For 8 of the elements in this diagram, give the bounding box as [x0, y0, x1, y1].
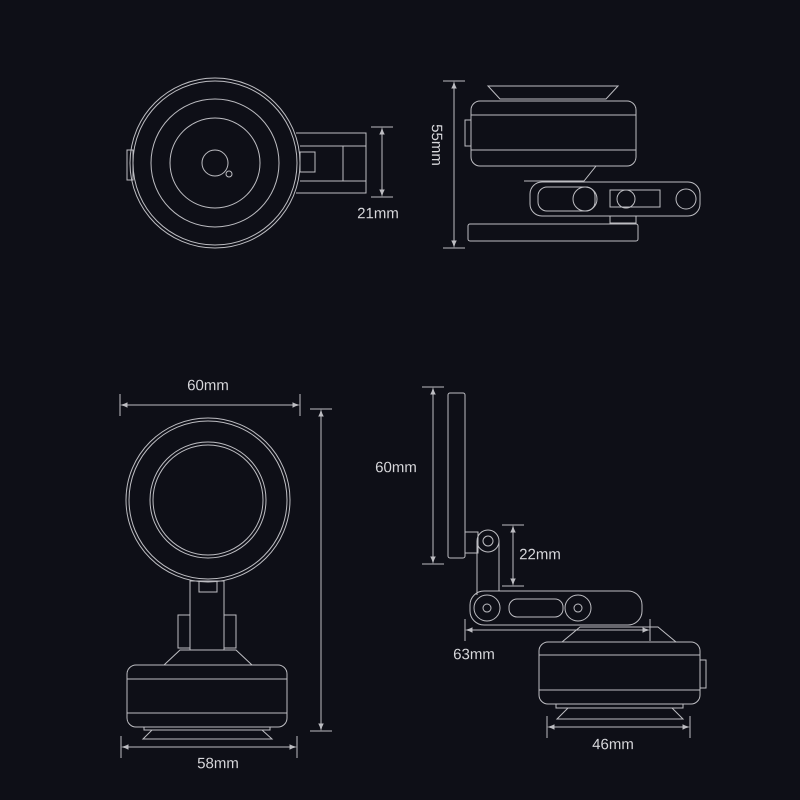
- dimension-label: 60mm: [188, 380, 228, 390]
- dimension-label: 58mm: [198, 758, 238, 768]
- dimension-label: 60mm: [376, 462, 416, 472]
- dimension-label: 21mm: [358, 208, 398, 218]
- dimension-label: 46mm: [592, 738, 633, 750]
- dimension-label: 22mm: [520, 548, 560, 560]
- dimension-label: 63mm: [454, 648, 494, 660]
- dimension-label: 55mm: [432, 124, 442, 165]
